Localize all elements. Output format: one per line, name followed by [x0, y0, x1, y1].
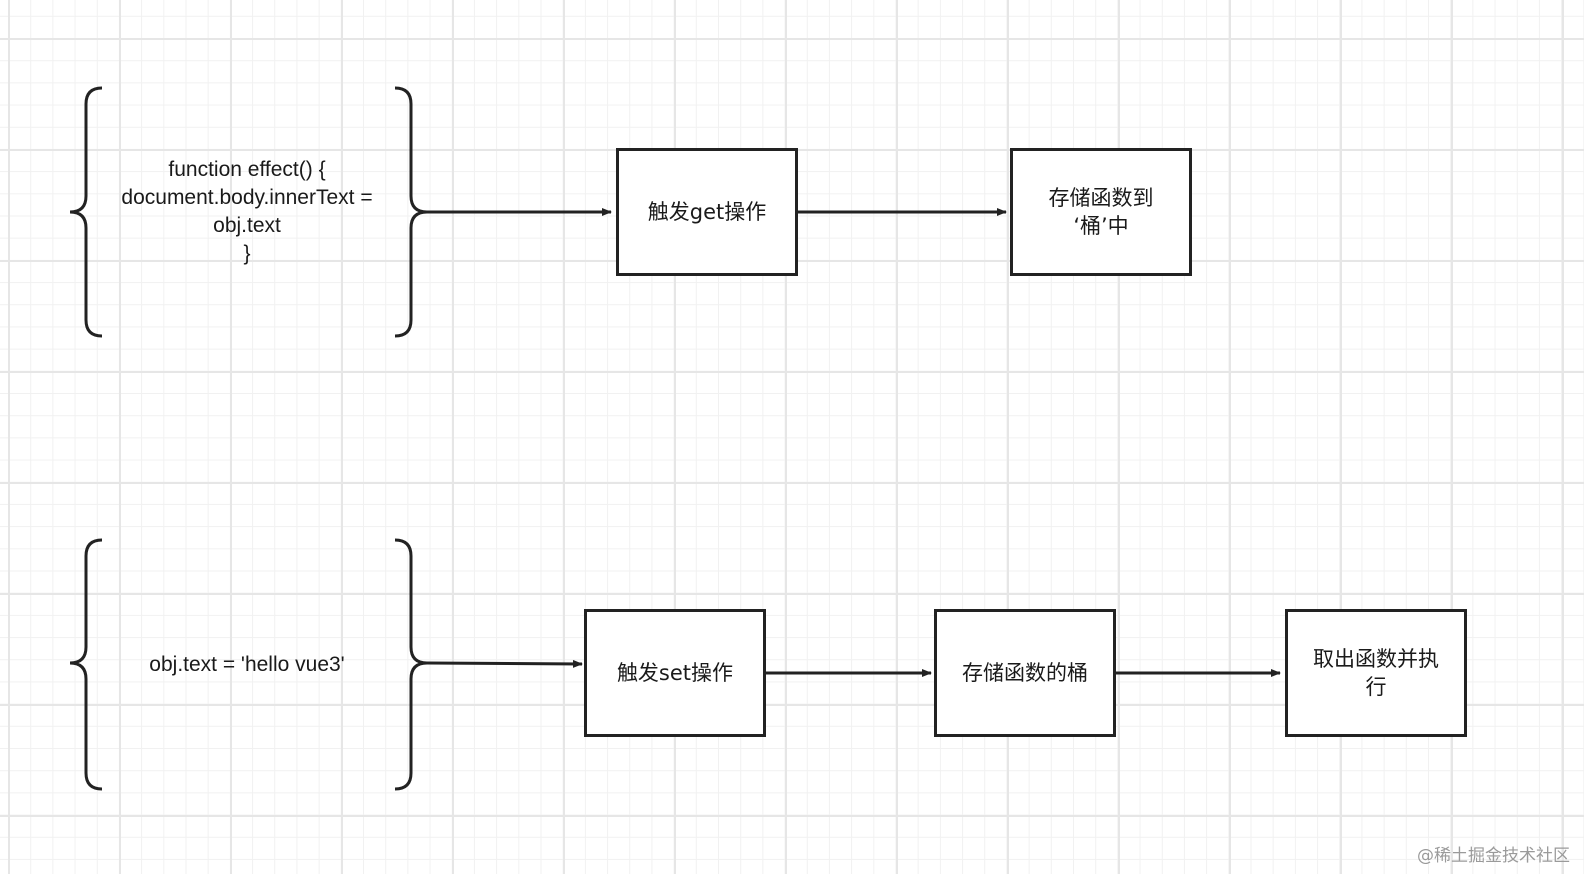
top-left-brace	[69, 86, 103, 338]
arrow-code-to-set	[426, 659, 583, 668]
effect-function-code: function effect() { document.body.innerT…	[121, 158, 373, 265]
store-to-bucket-box: 存储函数到 ‘桶’中	[1010, 148, 1192, 276]
take-and-run-box: 取出函数并执 行	[1285, 609, 1467, 737]
trigger-set-label: 触发set操作	[616, 661, 734, 685]
take-and-run-label: 取出函数并执 行	[1313, 647, 1439, 699]
juejin-watermark: @稀土掘金技术社区	[1417, 846, 1570, 866]
trigger-get-box: 触发get操作	[616, 148, 798, 276]
trigger-set-box: 触发set操作	[584, 609, 766, 737]
function-bucket-label: 存储函数的桶	[962, 661, 1088, 685]
function-bucket-box: 存储函数的桶	[934, 609, 1116, 737]
trigger-get-label: 触发get操作	[647, 200, 767, 224]
bottom-left-brace	[69, 538, 103, 791]
obj-assignment-code: obj.text = 'hello vue3'	[149, 653, 345, 676]
store-to-bucket-label: 存储函数到 ‘桶’中	[1048, 186, 1154, 238]
